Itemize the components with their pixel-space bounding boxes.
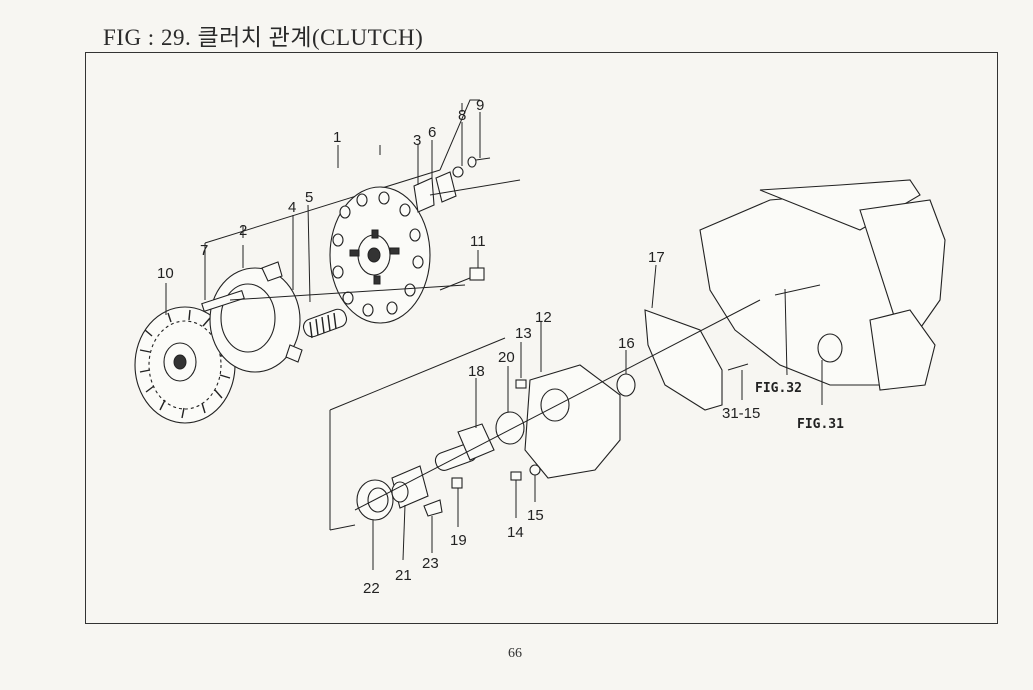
callout-15: 15: [527, 507, 544, 524]
callout-13: 13: [515, 325, 532, 342]
gasket-part-17: [644, 264, 723, 411]
small-hardware-parts-3-6-8-9: [413, 112, 491, 213]
callout-1: 1: [333, 129, 341, 146]
bearing-hub-part-21: [391, 465, 429, 561]
callout-16: 16: [618, 335, 635, 352]
figure-ref-31: FIG.31: [797, 417, 844, 432]
callout-12: 12: [535, 309, 552, 326]
callout-3: 3: [413, 132, 421, 149]
callout-17: 17: [648, 249, 665, 266]
figure-ref-32: FIG.32: [755, 381, 802, 396]
release-sleeve-part-18: [434, 378, 495, 471]
pressure-plate-part-2: [201, 245, 303, 373]
callout-7: 7: [200, 242, 208, 259]
callout-21: 21: [395, 567, 412, 584]
clip-part-23: [423, 499, 443, 553]
callout-labels: 1 2 3 4 5 6 7 8 9 10 11 12 13 14 15 16 1…: [157, 97, 844, 597]
page-title: FIG : 29. 클러치 관계(CLUTCH): [103, 25, 424, 50]
bolt-part-11: [439, 250, 485, 291]
callout-2: 2: [239, 222, 247, 239]
o-ring-part-20: [495, 366, 525, 445]
clutch-disc-part-10: [134, 283, 236, 424]
callout-6: 6: [428, 124, 436, 141]
transmission-housing: [699, 179, 946, 405]
housing-part-12: [524, 322, 621, 479]
callout-4: 4: [288, 199, 296, 216]
assembly-axis-lines: [354, 179, 761, 511]
release-spring-parts-4-5: [292, 204, 348, 339]
washer-part-15: [529, 464, 541, 502]
callout-20: 20: [498, 349, 515, 366]
callout-5: 5: [305, 189, 313, 206]
stud-part-31-15: [727, 363, 749, 400]
callout-22: 22: [363, 580, 380, 597]
snap-ring-part-16: [616, 350, 636, 397]
callout-10: 10: [157, 265, 174, 282]
bolt-part-13: [515, 342, 527, 389]
callout-8: 8: [458, 107, 466, 124]
callout-14: 14: [507, 524, 524, 541]
bolt-part-19: [451, 477, 463, 527]
assembly-bracket-upper: [204, 99, 506, 531]
callout-18: 18: [468, 363, 485, 380]
flywheel-plate-part-1: [229, 186, 466, 324]
callout-23: 23: [422, 555, 439, 572]
nut-part-14: [510, 471, 522, 518]
callout-31-15: 31-15: [722, 405, 760, 422]
diagram-frame: [85, 52, 998, 624]
callout-19: 19: [450, 532, 467, 549]
callout-11: 11: [470, 233, 486, 250]
page-number: 66: [508, 646, 522, 661]
callout-9: 9: [476, 97, 484, 114]
